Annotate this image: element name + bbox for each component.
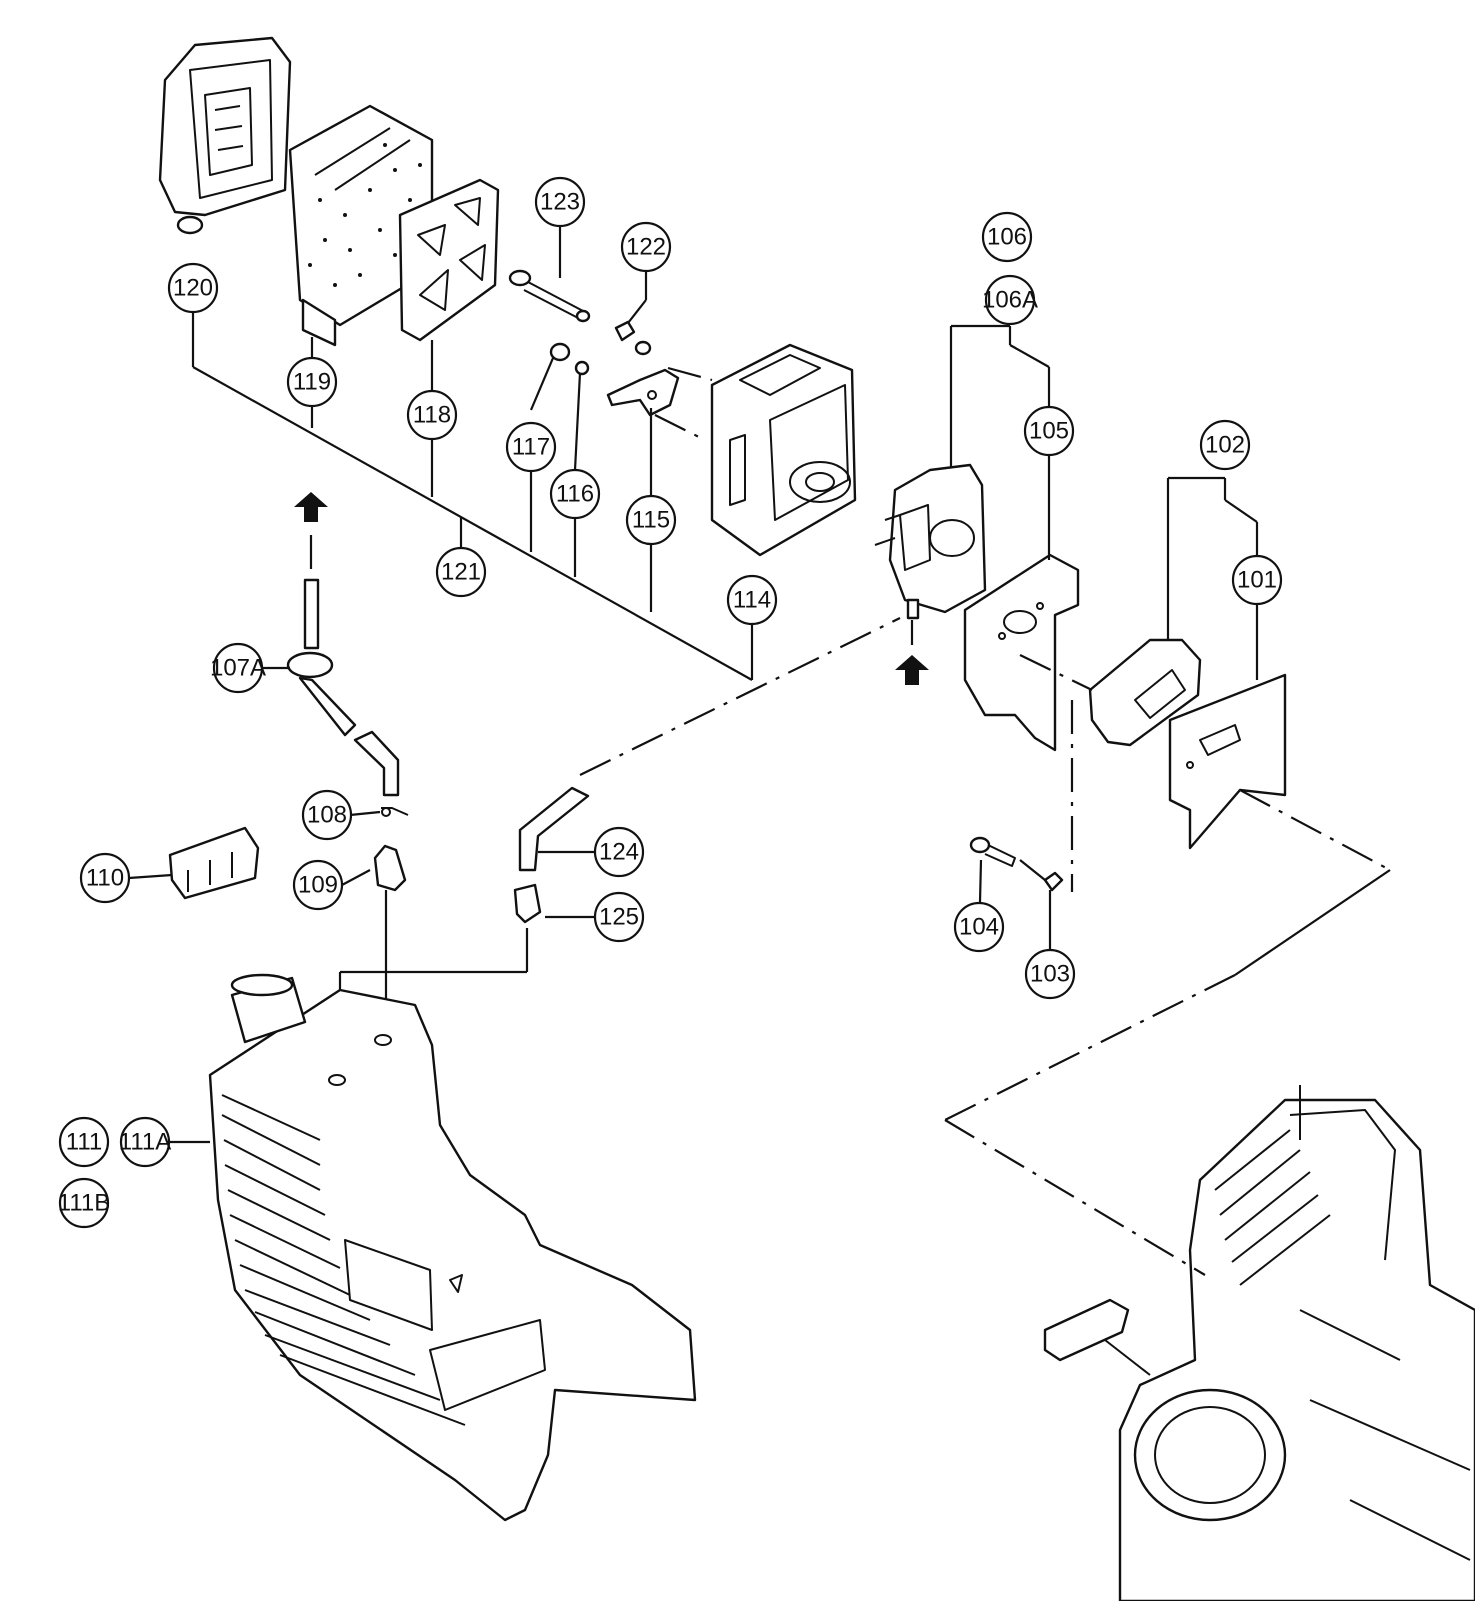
callout-123: 123: [534, 176, 586, 228]
svg-text:111: 111: [66, 1129, 102, 1156]
svg-text:102: 102: [1205, 432, 1245, 459]
insulator-gasket-part: [1168, 673, 1287, 850]
svg-text:125: 125: [599, 904, 639, 931]
fuel-cap-part: [168, 826, 260, 900]
svg-text:117: 117: [512, 434, 550, 461]
callout-111b: 111B: [58, 1177, 111, 1229]
fuel-line-part: [286, 578, 409, 817]
callout-117: 117: [505, 421, 557, 473]
svg-text:108: 108: [307, 802, 347, 829]
svg-text:124: 124: [599, 839, 639, 866]
assembly-lines: [309, 535, 1391, 1276]
svg-text:111B: 111B: [58, 1190, 111, 1217]
carb-gasket-part: [963, 553, 1080, 752]
air-cleaner-cover-part: [158, 36, 292, 235]
callout-110: 110: [79, 852, 131, 904]
callout-109: 109: [292, 859, 344, 911]
callout-106a: 106A: [982, 274, 1038, 326]
callout-120: 120: [167, 262, 219, 314]
callout-118: 118: [406, 389, 458, 441]
callout-111: 111: [58, 1116, 110, 1168]
arrow-up-icon: [294, 492, 328, 522]
callout-111a: 111A: [119, 1116, 172, 1168]
callout-121: 121: [435, 546, 487, 598]
svg-text:109: 109: [298, 872, 338, 899]
air-cleaner-body-part: [710, 343, 857, 557]
svg-text:114: 114: [733, 587, 771, 614]
svg-text:118: 118: [413, 402, 451, 429]
arrow-up-icon: [895, 655, 929, 685]
svg-text:106A: 106A: [982, 287, 1038, 314]
svg-text:123: 123: [540, 189, 580, 216]
callout-107a: 107A: [210, 642, 266, 694]
svg-text:104: 104: [959, 914, 999, 941]
callout-115: 115: [625, 494, 677, 546]
mounting-hardware: [969, 836, 1064, 892]
svg-text:111A: 111A: [119, 1129, 172, 1156]
svg-text:110: 110: [86, 865, 124, 892]
callout-108: 108: [301, 789, 353, 841]
callout-102: 102: [1199, 419, 1251, 471]
carburetor-part: [874, 463, 987, 620]
callout-103: 103: [1024, 948, 1076, 1000]
callout-119: 119: [286, 356, 338, 408]
svg-text:122: 122: [626, 234, 666, 261]
callout-124: 124: [593, 826, 645, 878]
svg-text:115: 115: [632, 507, 670, 534]
svg-text:103: 103: [1030, 961, 1070, 988]
fuel-tank-part: [208, 973, 697, 1522]
svg-text:120: 120: [173, 275, 213, 302]
svg-text:101: 101: [1237, 567, 1277, 594]
nut-part: [614, 320, 636, 342]
engine-part: [1043, 1085, 1475, 1601]
svg-text:105: 105: [1029, 418, 1069, 445]
callout-114: 114: [726, 574, 778, 626]
callout-105: 105: [1023, 405, 1075, 457]
bolt-part: [508, 269, 591, 323]
callout-104: 104: [953, 901, 1005, 953]
svg-text:121: 121: [441, 559, 481, 586]
svg-text:116: 116: [556, 481, 594, 508]
callout-101: 101: [1231, 554, 1283, 606]
filter-holder-part: [398, 178, 500, 342]
svg-text:119: 119: [293, 369, 331, 396]
insulator-part: [1088, 638, 1202, 747]
callout-106: 106: [981, 211, 1033, 263]
callout-116: 116: [549, 468, 601, 520]
svg-text:107A: 107A: [210, 655, 266, 682]
svg-text:106: 106: [987, 224, 1027, 251]
callout-122: 122: [620, 221, 672, 273]
small-parts: [549, 340, 713, 441]
callout-125: 125: [593, 891, 645, 943]
